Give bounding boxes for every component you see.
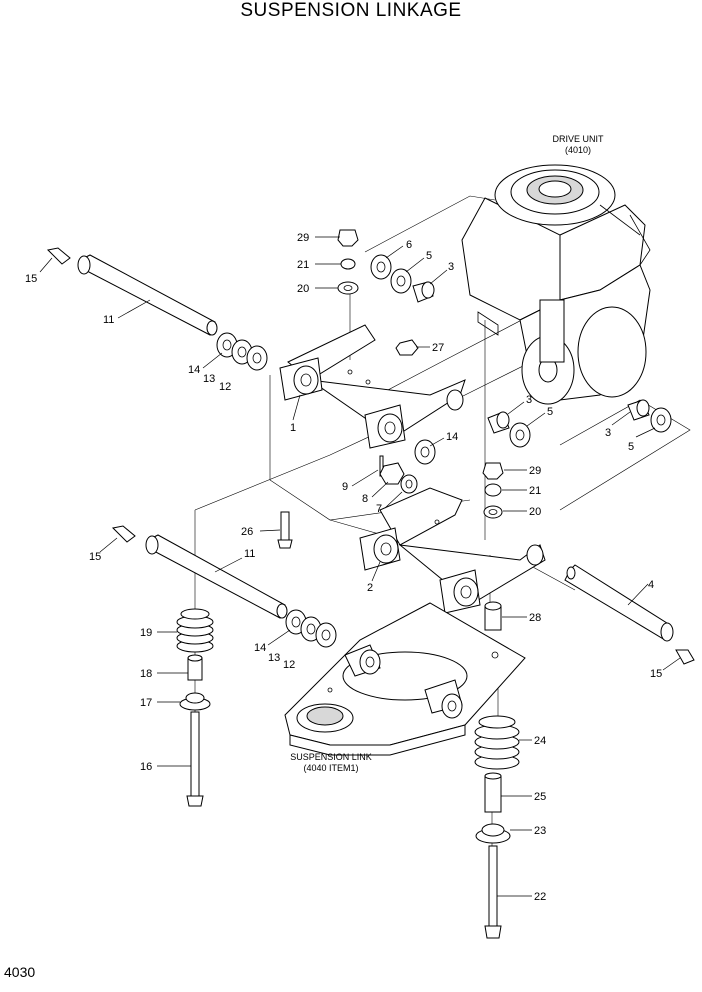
- mid-right-nut-stack: [482, 462, 504, 519]
- callout-25: 25: [534, 791, 546, 803]
- callout-3-right: 3: [605, 427, 611, 439]
- callout-13-upper: 13: [203, 373, 215, 385]
- suspension-link: [284, 602, 526, 756]
- bushing-washer-mid: [487, 411, 531, 448]
- callout-11-lower: 11: [244, 548, 255, 560]
- callout-5-upper: 5: [426, 250, 432, 262]
- pin-11-lower: [111, 525, 288, 619]
- callout-20-upper: 20: [297, 283, 309, 295]
- callout-15-lower: 15: [650, 668, 662, 680]
- suspension-link-note-line1: SUSPENSION LINK: [290, 752, 372, 762]
- washers-upper-left: [216, 332, 268, 371]
- page-title: SUSPENSION LINKAGE: [240, 0, 462, 21]
- washer-14-mid: [414, 439, 436, 465]
- drive-unit: [461, 164, 651, 405]
- callout-21-mid: 21: [529, 485, 541, 497]
- page-number: 4030: [4, 964, 36, 980]
- callout-29-mid: 29: [529, 465, 541, 477]
- callout-3-mid: 3: [526, 394, 532, 406]
- spring-24: [474, 715, 520, 770]
- callout-5-mid: 5: [547, 406, 553, 418]
- spacer-28: [484, 601, 502, 631]
- spring-19: [176, 608, 214, 653]
- callout-18: 18: [140, 668, 152, 680]
- suspension-link-note-line2: (4040 ITEM1): [303, 763, 358, 773]
- callout-labels: 29 21 20 6 5 3 27 15 11 14 13 12 1 14 3 …: [25, 232, 662, 903]
- link-1: [279, 324, 466, 449]
- callout-20-mid: 20: [529, 506, 541, 518]
- callout-19: 19: [140, 627, 152, 639]
- callout-15-upper: 15: [25, 273, 37, 285]
- link-2: [359, 487, 546, 614]
- drive-unit-note-line1: DRIVE UNIT: [552, 134, 604, 144]
- callout-17: 17: [140, 697, 152, 709]
- sleeve-18: [187, 654, 203, 681]
- callout-24: 24: [534, 735, 546, 747]
- washers-lower-left: [285, 609, 337, 648]
- callout-2: 2: [367, 582, 373, 594]
- callout-8: 8: [362, 493, 368, 505]
- callout-12-upper: 12: [219, 381, 231, 393]
- upper-nut-stack: [337, 229, 359, 295]
- pin-11-upper: [46, 247, 218, 336]
- callout-21-upper: 21: [297, 259, 309, 271]
- pin-4: [564, 564, 695, 665]
- bolt-16: [186, 711, 204, 807]
- callout-16: 16: [140, 761, 152, 773]
- callout-14-mid: 14: [446, 431, 458, 443]
- callout-15-mid: 15: [89, 551, 101, 563]
- callout-13-lower: 13: [268, 652, 280, 664]
- bolt-26: [277, 511, 293, 549]
- callout-11-upper: 11: [103, 314, 114, 326]
- callout-27: 27: [432, 342, 444, 354]
- callout-29-upper: 29: [297, 232, 309, 244]
- callout-14-lower: 14: [254, 642, 266, 654]
- callout-6: 6: [406, 239, 412, 251]
- upper-washers-bushing: [370, 254, 435, 303]
- pin-nut-washer-9-8-7: [379, 455, 418, 494]
- bushing-washer-right: [627, 399, 672, 433]
- leader-lines: [39, 236, 681, 897]
- bolt-22: [484, 845, 502, 939]
- sleeve-25: [484, 772, 502, 813]
- seat-23: [475, 823, 511, 844]
- callout-12-lower: 12: [283, 659, 295, 671]
- drive-unit-note-line2: (4010): [565, 145, 591, 155]
- callout-7: 7: [376, 503, 382, 515]
- nut-27: [395, 339, 419, 356]
- callout-9: 9: [342, 481, 348, 493]
- callout-22: 22: [534, 891, 546, 903]
- callout-28: 28: [529, 612, 541, 624]
- callout-23: 23: [534, 825, 546, 837]
- callout-5-right: 5: [628, 441, 634, 453]
- callout-1: 1: [290, 422, 296, 434]
- seat-17: [179, 692, 211, 711]
- callout-3-upper: 3: [448, 261, 454, 273]
- callout-4: 4: [648, 579, 654, 591]
- callout-14-upper: 14: [188, 364, 200, 376]
- callout-26: 26: [241, 526, 253, 538]
